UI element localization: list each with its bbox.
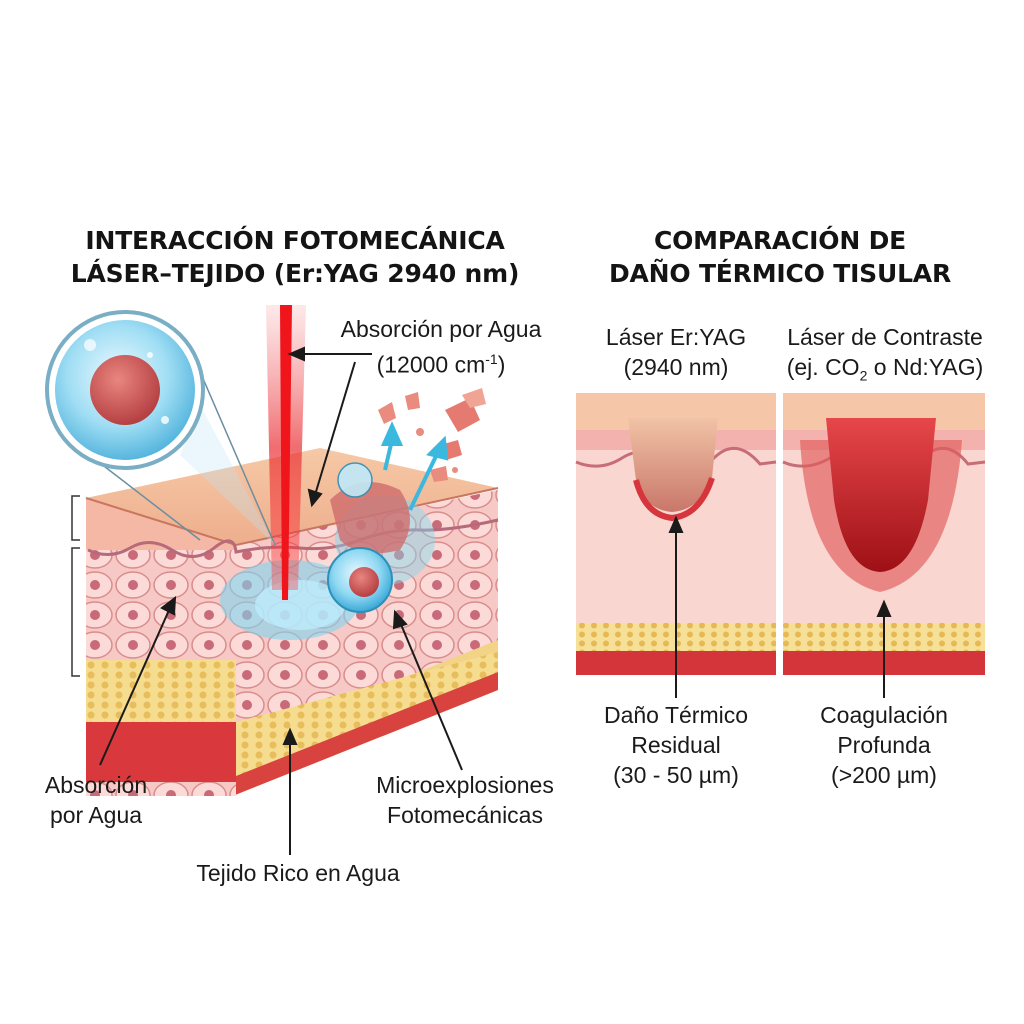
microexplosions-line2: Fotomecánicas [387,802,543,828]
left-title-line1: INTERACCIÓN FOTOMECÁNICA [85,226,505,255]
col2-caption: Coagulación Profunda (>200 µm) [794,700,974,790]
col2-header-line1: Láser de Contraste [787,324,983,350]
col1-caption-line3: (30 - 50 µm) [613,762,739,788]
col2-header-co: (ej. CO [786,354,860,380]
ruptured-cell-icon [327,462,393,613]
debris-fragments [378,388,486,482]
col1-header: Láser Er:YAG (2940 nm) [586,322,766,382]
absorption-coefficient-close: ) [497,351,506,378]
left-title: INTERACCIÓN FOTOMECÁNICA LÁSER–TEJIDO (E… [50,224,540,290]
tissue-block-icon [85,448,499,796]
col2-caption-line3: (>200 µm) [831,762,937,788]
layer-brackets [71,495,80,677]
col2-header-subscript: 2 [859,367,868,384]
absorption-left-line1: Absorción [44,772,148,798]
left-title-line2: LÁSER–TEJIDO (Er:YAG 2940 nm) [70,259,520,288]
absorption-top-label: Absorción por Agua (12000 cm-1) [330,314,552,380]
ablation-crater-icon [575,393,986,675]
col2-caption-line1: Coagulación [820,702,948,728]
absorption-coefficient: (12000 cm [376,351,486,378]
col1-caption-line2: Residual [631,732,721,758]
leader-arrows-right [668,515,892,698]
col2-header-rest: o Nd:YAG) [867,354,984,380]
col2-caption-line2: Profunda [837,732,931,758]
col1-caption: Daño Térmico Residual (30 - 50 µm) [586,700,766,790]
absorption-left-line2: por Agua [49,802,143,828]
col2-header-line2: (ej. CO2 o Nd:YAG) [775,352,995,391]
leader-arrows-left [99,346,463,855]
right-title-line2: DAÑO TÉRMICO TISULAR [608,259,952,288]
tissue-label: Tejido Rico en Agua [196,860,400,886]
absorption-coefficient-exponent: -1 [485,351,498,367]
col1-caption-line1: Daño Térmico [603,702,749,728]
burst-arrows [380,421,449,511]
laser-beam-icon [266,305,306,600]
absorption-left-label: Absorción por Agua [30,770,162,830]
col1-header-line2: (2940 nm) [623,354,729,380]
microexplosions-line1: Microexplosiones [376,772,554,798]
absorption-top-line1: Absorción por Agua [340,316,542,342]
microexplosions-label: Microexplosiones Fotomecánicas [365,770,565,830]
col2-header: Láser de Contraste (ej. CO2 o Nd:YAG) [775,322,995,391]
col1-header-line1: Láser Er:YAG [605,324,747,350]
cell-magnifier-icon [45,310,276,546]
absorption-top-line2: (12000 cm-1) [330,344,552,380]
right-title: COMPARACIÓN DE DAÑO TÉRMICO TISULAR [590,224,970,290]
right-title-line1: COMPARACIÓN DE [653,226,906,255]
